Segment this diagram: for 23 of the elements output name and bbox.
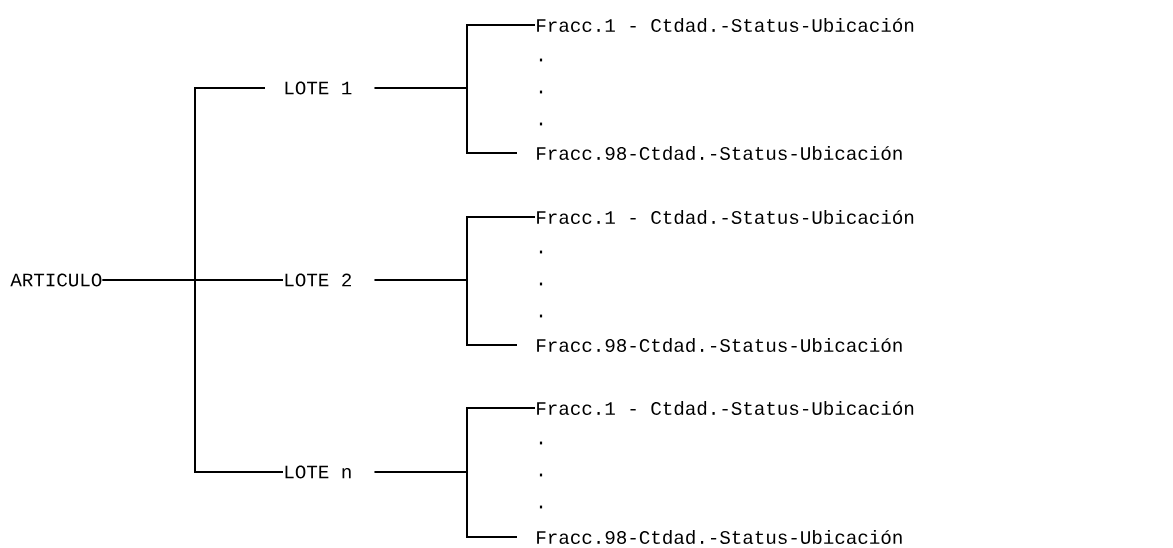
- ellipsis-dot: .: [539, 250, 543, 254]
- ellipsis-dot: .: [539, 122, 543, 126]
- node-label: LOTE 2: [285, 273, 351, 287]
- node-label: Fracc.1 - Ctdad.-Status-Ubicación: [537, 400, 914, 416]
- connector-line: [373, 87, 518, 154]
- connector-line: [101, 279, 284, 473]
- node-label: Fracc.98-Ctdad.-Status-Ubicación: [537, 337, 902, 353]
- node-label: Fracc.1 - Ctdad.-Status-Ubicación: [537, 209, 914, 225]
- ellipsis-dot: .: [539, 473, 543, 477]
- node-label: Fracc.1 - Ctdad.-Status-Ubicación: [537, 17, 914, 33]
- ellipsis-dot: .: [539, 314, 543, 318]
- ellipsis-dot: .: [539, 282, 543, 286]
- node-label: ARTICULO: [10, 273, 102, 287]
- node-label: Fracc.98-Ctdad.-Status-Ubicación: [537, 529, 902, 545]
- ellipsis-dot: .: [539, 441, 543, 445]
- ellipsis-dot: .: [539, 90, 543, 94]
- connector-line: [373, 279, 518, 346]
- ellipsis-dot: .: [539, 58, 543, 62]
- node-label: LOTE 1: [285, 81, 352, 95]
- connector-line: [373, 471, 518, 538]
- node-label: LOTE n: [285, 465, 351, 479]
- node-label: Fracc.98-Ctdad.-Status-Ubicación: [537, 145, 902, 161]
- ellipsis-dot: .: [539, 505, 543, 509]
